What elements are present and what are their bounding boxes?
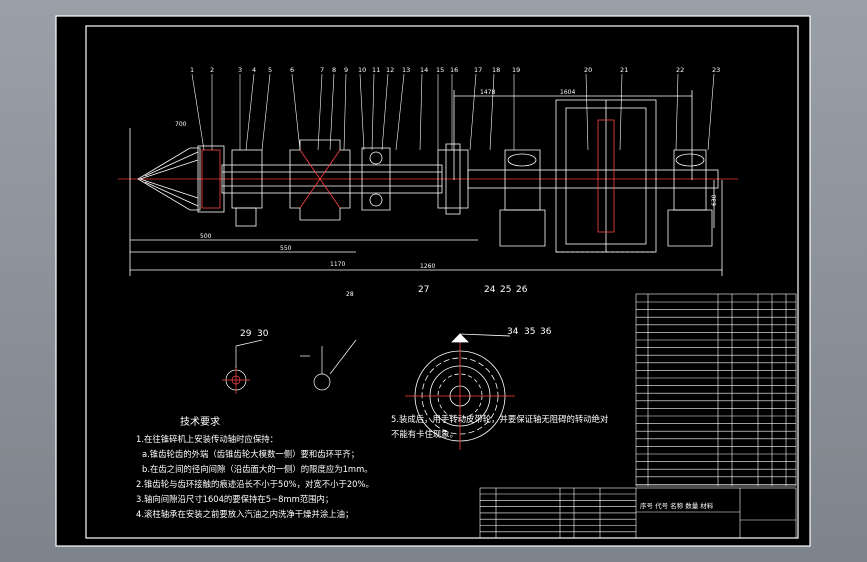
part-label: 17 xyxy=(474,66,482,74)
leader-line xyxy=(619,73,623,151)
part-label: 9 xyxy=(344,66,348,74)
part-label: 20 xyxy=(584,66,592,74)
technical-requirements: 技术要求 1.在往锥碎机上安装传动轴时应保持： a.锥齿轮齿的外端（齿锥齿轮大模… xyxy=(136,414,609,519)
part-label: 22 xyxy=(676,66,684,74)
part-label: 13 xyxy=(402,66,410,74)
part-label: 5 xyxy=(268,66,272,74)
svg-text:技术要求: 技术要求 xyxy=(180,415,220,428)
part-label: 6 xyxy=(290,66,294,74)
part-label-bottom: 27 xyxy=(418,285,429,295)
svg-text:3.轴向间隙沿尺寸1604的要保持在5~8mm范围内；: 3.轴向间隙沿尺寸1604的要保持在5~8mm范围内； xyxy=(136,494,333,504)
part-label: 21 xyxy=(620,66,628,74)
svg-text:30: 30 xyxy=(257,329,269,339)
svg-text:4.滚柱轴承在安装之前要放入汽油之内洗净干燥并涂上油；: 4.滚柱轴承在安装之前要放入汽油之内洗净干燥并涂上油； xyxy=(136,509,353,519)
svg-text:a.锥齿轮齿的外端（齿锥齿轮大模数一侧）要和齿环平齐；: a.锥齿轮齿的外端（齿锥齿轮大模数一侧）要和齿环平齐； xyxy=(142,449,359,459)
leader-line xyxy=(585,73,589,151)
leader-line xyxy=(317,73,323,151)
svg-text:36: 36 xyxy=(540,327,552,337)
part-label: 15 xyxy=(436,66,444,74)
part-number-labels-bottom: 27 24 25 26 28 xyxy=(346,285,528,298)
frame-border xyxy=(85,25,799,539)
part-label: 23 xyxy=(712,66,720,74)
part-label: 2 xyxy=(210,66,214,74)
svg-text:630: 630 xyxy=(711,194,718,206)
leader-line xyxy=(261,73,271,151)
svg-text:b.在齿之间的径向间隙（沿齿面大的一侧）的限度应为1mm。: b.在齿之间的径向间隙（沿齿面大的一侧）的限度应为1mm。 xyxy=(142,464,373,474)
svg-text:5.装成后，用手转动皮带轮，并要保证轴无阻碍的转动绝对: 5.装成后，用手转动皮带轮，并要保证轴无阻碍的转动绝对 xyxy=(391,414,609,424)
svg-text:700: 700 xyxy=(175,121,187,128)
sheet-border xyxy=(55,15,811,547)
part-label: 8 xyxy=(332,66,336,74)
svg-text:1170: 1170 xyxy=(330,261,345,268)
leader-line xyxy=(707,73,715,151)
part-label: 10 xyxy=(358,66,366,74)
part-label: 4 xyxy=(252,66,256,74)
svg-text:2.锥齿轮与齿环接触的痕迹沿长不小于50%，对宽不小于20%: 2.锥齿轮与齿环接触的痕迹沿长不小于50%，对宽不小于20%。 xyxy=(136,479,374,489)
part-label: 18 xyxy=(492,66,500,74)
leader-line xyxy=(395,73,405,151)
title-block xyxy=(479,487,797,539)
leader-line xyxy=(381,73,389,151)
shaft-assembly xyxy=(118,90,738,276)
parts-list-table xyxy=(635,293,797,487)
part-label: 3 xyxy=(238,66,242,74)
svg-text:1478: 1478 xyxy=(480,89,495,96)
leader-line xyxy=(245,73,255,151)
leader-line xyxy=(419,73,423,151)
part-label-bottom: 26 xyxy=(516,285,528,295)
svg-text:29: 29 xyxy=(240,329,252,339)
svg-text:1604: 1604 xyxy=(560,89,575,96)
leader-line xyxy=(343,73,347,151)
title-block-text: 序号 代号 名称 数量 材料 xyxy=(640,501,714,510)
leader-line xyxy=(675,73,679,151)
part-label: 1 xyxy=(190,66,194,74)
leader-line xyxy=(489,73,495,151)
part-label: 7 xyxy=(320,66,324,74)
leader-line xyxy=(191,73,205,151)
part-label-bottom: 25 xyxy=(500,285,511,295)
ring-gear-view xyxy=(405,333,515,450)
svg-text:35: 35 xyxy=(524,327,535,337)
svg-text:1.在往锥碎机上安装传动轴时应保持：: 1.在往锥碎机上安装传动轴时应保持： xyxy=(136,434,278,444)
detail-view-a xyxy=(222,339,357,394)
part-label-bottom: 24 xyxy=(484,285,496,295)
detail-a-labels: 29 30 xyxy=(240,329,269,339)
svg-text:550: 550 xyxy=(280,245,292,252)
part-label-bottom: 28 xyxy=(346,291,354,298)
part-label: 12 xyxy=(386,66,394,74)
svg-text:500: 500 xyxy=(200,233,212,240)
part-label: 16 xyxy=(450,66,458,74)
svg-text:34: 34 xyxy=(507,327,519,337)
leader-line xyxy=(291,73,301,151)
svg-text:1260: 1260 xyxy=(420,263,435,270)
svg-text:不能有卡住现象。: 不能有卡住现象。 xyxy=(391,429,458,439)
part-label: 19 xyxy=(512,66,520,74)
part-label: 14 xyxy=(420,66,428,74)
leader-lines xyxy=(191,73,715,151)
leader-line xyxy=(371,73,375,151)
ring-gear-labels: 34 35 36 xyxy=(507,327,552,337)
leader-line xyxy=(329,73,335,151)
part-label: 11 xyxy=(372,66,380,74)
leader-line xyxy=(469,73,477,151)
leader-line xyxy=(359,73,365,151)
dimension-texts: 500 550 1170 1260 1604 1478 630 700 xyxy=(175,89,718,270)
svg-text:序号 代号 名称 数量 材料: 序号 代号 名称 数量 材料 xyxy=(640,501,714,510)
